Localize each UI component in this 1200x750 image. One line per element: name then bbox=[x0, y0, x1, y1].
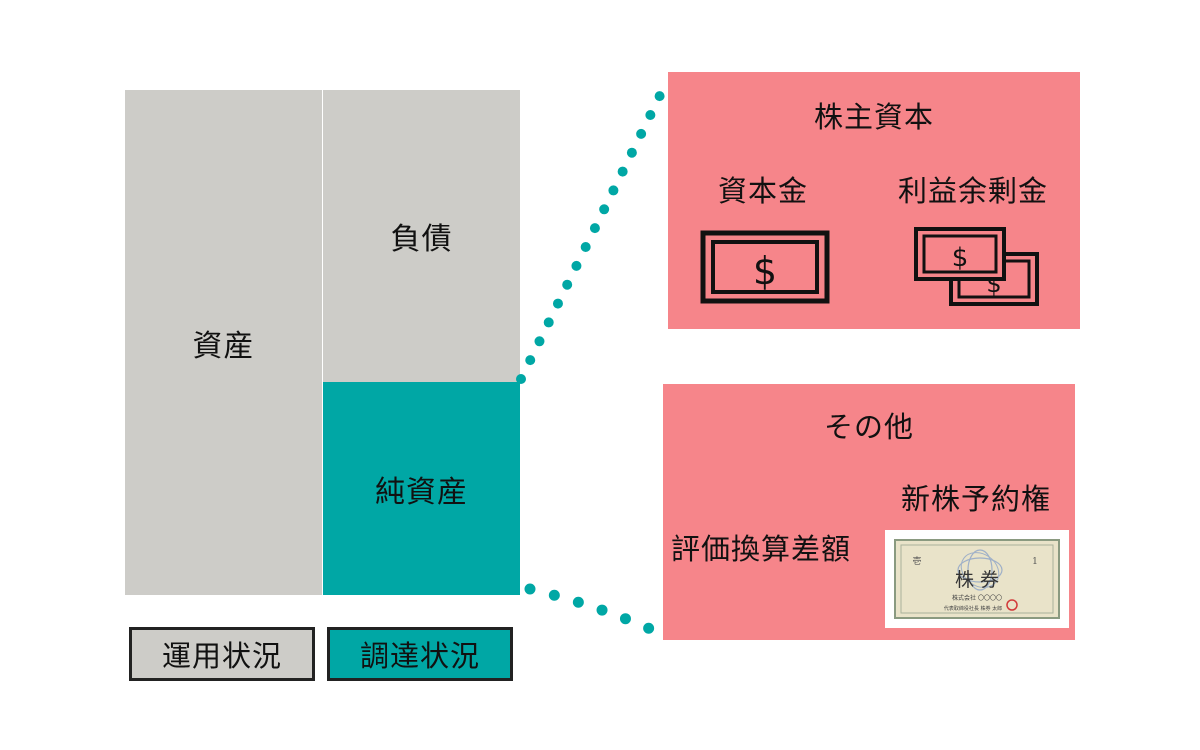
front-banknote-dollar-sign: $ bbox=[952, 243, 969, 273]
connector-bottom bbox=[524, 583, 663, 638]
stock-certificate-illustration: 壱 1 株 券 株式会社 〇〇〇〇 代表取締役社長 株券 太郎 bbox=[894, 539, 1060, 619]
warrants-label: 新株予約権 bbox=[901, 482, 1052, 516]
liabilities-label: 負債 bbox=[390, 222, 453, 257]
certificate-title: 株 券 bbox=[955, 569, 999, 591]
other-title: その他 bbox=[823, 410, 914, 444]
banknotes-icon: $ $ bbox=[914, 227, 1039, 306]
connector-top bbox=[516, 74, 673, 384]
equity-title: 株主資本 bbox=[813, 100, 934, 134]
legend-funding-label: 調達状況 bbox=[359, 639, 480, 673]
assets-block: 資産 bbox=[125, 90, 322, 595]
equity-panel: 株主資本 資本金 利益余剰金 $ $ $ bbox=[668, 72, 1080, 329]
net-assets-label: 純資産 bbox=[375, 474, 468, 510]
legend-usage: 運用状況 bbox=[129, 627, 315, 681]
banknote-icon: $ bbox=[700, 230, 830, 304]
assets-label: 資産 bbox=[192, 328, 255, 364]
other-panel: その他 新株予約権 評価換算差額 壱 1 株 券 株式会社 〇〇〇〇 代表取締役… bbox=[663, 384, 1075, 640]
legend-funding: 調達状況 bbox=[327, 627, 513, 681]
retained-earnings-label: 利益余剰金 bbox=[898, 174, 1049, 208]
stock-certificate: 壱 1 株 券 株式会社 〇〇〇〇 代表取締役社長 株券 太郎 bbox=[885, 530, 1069, 628]
certificate-signer-line: 代表取締役社長 株券 太郎 bbox=[944, 605, 1002, 612]
certificate-number: 1 bbox=[1032, 557, 1038, 567]
banknote-dollar-sign: $ bbox=[753, 249, 777, 293]
certificate-corner-label: 壱 bbox=[912, 555, 921, 567]
certificate-seal bbox=[1006, 599, 1018, 611]
valuation-difference-label: 評価換算差額 bbox=[671, 532, 852, 566]
net-assets-block: 純資産 bbox=[323, 382, 520, 595]
legend-usage-label: 運用状況 bbox=[161, 639, 282, 673]
capital-label: 資本金 bbox=[718, 174, 809, 208]
liabilities-block: 負債 bbox=[323, 90, 520, 382]
certificate-company-line: 株式会社 〇〇〇〇 bbox=[952, 594, 1002, 602]
